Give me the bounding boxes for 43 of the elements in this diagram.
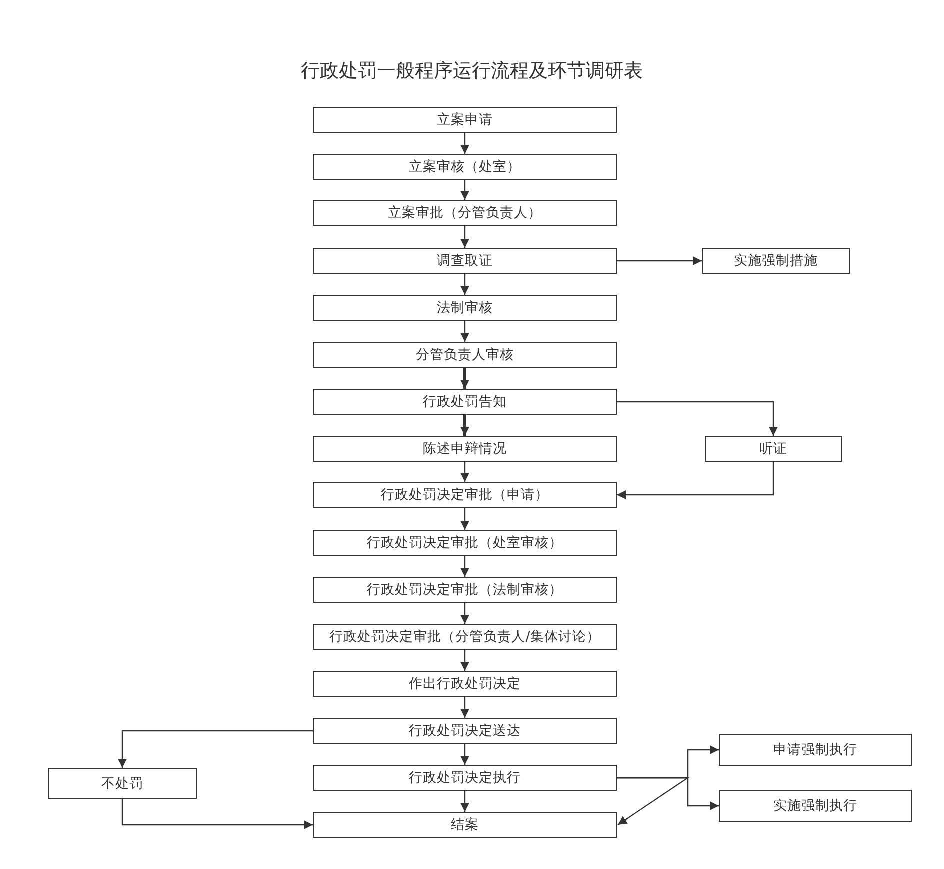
process-box: 行政处罚决定审批（分管负责人/集体讨论） [313, 624, 617, 650]
process-box: 立案审核（处室） [313, 154, 617, 180]
process-box: 不处罚 [48, 768, 197, 799]
arrow [617, 777, 690, 826]
arrow [460, 226, 470, 248]
arrow [460, 744, 470, 765]
arrow [460, 368, 470, 389]
arrow [460, 274, 470, 295]
process-box: 陈述申辩情况 [313, 436, 617, 462]
process-box: 立案申请 [313, 107, 617, 133]
process-box: 调查取证 [313, 248, 617, 274]
process-box: 作出行政处罚决定 [313, 671, 617, 697]
arrow [460, 133, 470, 154]
arrow [460, 321, 470, 342]
arrow [460, 791, 470, 812]
process-box: 实施强制执行 [719, 790, 912, 822]
arrow [617, 401, 778, 436]
process-box: 分管负责人审核 [313, 342, 617, 368]
arrow [118, 730, 313, 768]
arrow [460, 508, 470, 530]
process-box: 结案 [313, 812, 617, 838]
process-box: 实施强制措施 [702, 248, 850, 274]
arrow [122, 799, 313, 830]
arrow [460, 556, 470, 577]
arrow [617, 256, 702, 266]
arrow [460, 180, 470, 200]
process-box: 行政处罚决定执行 [313, 765, 617, 791]
process-box: 法制审核 [313, 295, 617, 321]
title: 行政处罚一般程序运行流程及环节调研表 [300, 59, 644, 84]
process-box: 申请强制执行 [719, 734, 912, 766]
arrow [617, 462, 774, 500]
process-box: 行政处罚决定送达 [313, 718, 617, 744]
process-box: 听证 [705, 436, 842, 462]
arrow [460, 697, 470, 718]
arrow [460, 603, 470, 624]
arrow [460, 650, 470, 671]
arrow [460, 415, 470, 436]
process-box: 行政处罚告知 [313, 389, 617, 415]
arrow [460, 462, 470, 482]
process-box: 立案审批（分管负责人） [313, 200, 617, 226]
process-box: 行政处罚决定审批（申请） [313, 482, 617, 508]
process-box: 行政处罚决定审批（法制审核） [313, 577, 617, 603]
process-box: 行政处罚决定审批（处室审核） [313, 530, 617, 556]
